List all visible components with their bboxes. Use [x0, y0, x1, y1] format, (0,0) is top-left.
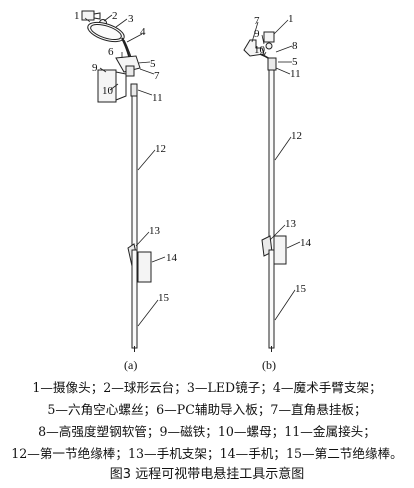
hanging-plate-b [243, 39, 265, 57]
tool-a-drawing [81, 10, 152, 352]
subfigure-label-b: (b) [262, 358, 276, 372]
insulation-rod-2-b [268, 249, 275, 349]
phone-a [137, 251, 152, 283]
legend-line-3: 8—高强度塑钢软管；9—磁铁；10—螺母；11—金属接头； [38, 424, 376, 439]
metal-joint-b [267, 57, 277, 71]
label-b-14: 14 [300, 237, 312, 249]
led-mirror-a [87, 21, 125, 43]
label-b-11: 11 [290, 68, 301, 80]
label-a-11: 11 [152, 92, 163, 104]
leader-lines-a [84, 14, 166, 327]
metal-joint-a [130, 83, 138, 97]
camera-a [81, 10, 95, 21]
ball-head-b [265, 42, 273, 50]
label-a-5: 5 [150, 58, 156, 70]
label-a-7: 7 [154, 70, 160, 82]
label-b-15: 15 [295, 283, 307, 295]
leader-lines-b [251, 19, 301, 321]
label-a-1: 1 [74, 10, 80, 22]
label-a-6: 6 [108, 46, 114, 58]
insulation-rod-1-b [268, 69, 275, 251]
subfigure-label-a: (a) [124, 358, 137, 372]
label-a-12: 12 [155, 143, 166, 155]
label-b-10: 10 [254, 44, 266, 56]
label-b-1: 1 [288, 13, 294, 25]
label-a-4: 4 [140, 26, 146, 38]
part-labels-a: 1 2 3 4 6 5 7 9 10 11 12 13 14 15 [74, 10, 178, 304]
label-a-10: 10 [102, 85, 114, 97]
part-labels-b: 7 1 9 8 10 5 11 12 13 14 15 [254, 13, 312, 295]
label-b-8: 8 [292, 40, 298, 52]
label-a-14: 14 [166, 252, 178, 264]
label-b-5: 5 [292, 56, 298, 68]
tool-b-drawing [243, 31, 287, 352]
figure-title: 图3 远程可视带电悬挂工具示意图 [109, 467, 305, 482]
tool-diagram: 1 2 3 4 6 5 7 9 10 11 12 13 14 15 7 1 9 … [74, 10, 312, 372]
label-a-15: 15 [158, 292, 170, 304]
label-b-13: 13 [285, 218, 297, 230]
magnet-a [97, 69, 117, 103]
camera-b [263, 31, 275, 43]
label-a-9: 9 [92, 62, 98, 74]
label-b-9: 9 [254, 28, 260, 40]
legend-line-1: 1—摄像头；2—球形云台；3—LED镜子；4—魔术手臂支架； [32, 380, 382, 395]
label-b-7: 7 [254, 15, 260, 27]
label-a-13: 13 [149, 225, 161, 237]
label-b-12: 12 [291, 130, 302, 142]
label-a-3: 3 [128, 13, 134, 25]
legend-line-2: 5—六角空心螺丝；6—PC辅助导入板；7—直角悬挂板； [47, 402, 367, 417]
legend-line-4: 12—第一节绝缘棒；13—手机支架；14—手机；15—第二节绝缘棒。 [11, 446, 403, 461]
phone-b [273, 235, 287, 265]
insulation-rod-2-a [131, 249, 138, 349]
label-a-2: 2 [112, 10, 118, 22]
insulation-rod-1-a [131, 95, 138, 251]
